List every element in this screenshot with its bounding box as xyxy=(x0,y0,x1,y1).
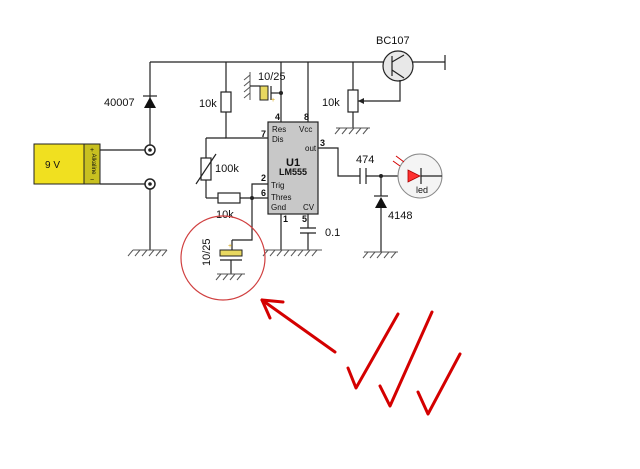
battery-terminals xyxy=(100,140,168,257)
trigger-wiring xyxy=(232,183,268,241)
resistor-100k: 100k xyxy=(195,138,239,198)
highlight-circle xyxy=(180,215,266,301)
diode-4148-label: 4148 xyxy=(388,210,412,222)
potentiometer-10k: 10k xyxy=(322,62,401,135)
capacitor-cv-label: 0.1 xyxy=(325,227,340,239)
pin-thres-label: Thres xyxy=(271,193,291,202)
ic-ref: U1 xyxy=(286,157,300,169)
ic-top-wires xyxy=(279,62,309,122)
pin-4: 4 xyxy=(275,112,280,122)
pin-3: 3 xyxy=(320,138,325,148)
svg-text:+: + xyxy=(228,243,232,250)
ic-lm555: Res Vcc Dis out U1 LM555 Trig Thres Gnd … xyxy=(261,112,325,224)
pin-res-label: Res xyxy=(272,125,286,134)
ground-hatch-top xyxy=(243,72,260,100)
ic-part: LM555 xyxy=(279,167,307,177)
annotation-arrow xyxy=(260,298,337,354)
pin-7: 7 xyxy=(261,129,266,139)
capacitor-474-label: 474 xyxy=(356,154,374,166)
diode-40007: 40007 xyxy=(104,95,157,109)
resistor-10k-bottom: 10k xyxy=(206,192,268,221)
pin-trig-label: Trig xyxy=(271,181,284,190)
resistor-10k-top-label: 10k xyxy=(199,98,217,110)
transistor-label: BC107 xyxy=(376,35,410,47)
pin-1: 1 xyxy=(283,214,288,224)
output-stage: 474 4148 xyxy=(318,147,412,259)
ic-bottom-wires: 0.1 xyxy=(262,214,340,257)
resistor-10k-top: 10k xyxy=(199,62,268,139)
battery-type: Alkaline xyxy=(90,153,96,175)
pin-2: 2 xyxy=(261,173,266,183)
diode-40007-label: 40007 xyxy=(104,97,135,109)
capacitor-top-label: 10/25 xyxy=(258,71,286,83)
capacitor-10-25-top: 10/25 + xyxy=(258,71,286,104)
svg-text:+: + xyxy=(90,147,94,154)
pin-gnd-label: Gnd xyxy=(271,203,286,212)
capacitor-timing: + 10/25 xyxy=(201,238,245,281)
capacitor-timing-label: 10/25 xyxy=(201,238,213,266)
battery-voltage: 9 V xyxy=(45,160,60,171)
transistor-bc107: BC107 xyxy=(376,35,446,82)
resistor-100k-label: 100k xyxy=(215,163,239,175)
pin-5: 5 xyxy=(302,214,307,224)
led-label: led xyxy=(416,185,428,195)
resistor-10k-bottom-label: 10k xyxy=(216,209,234,221)
annotation-checkmarks xyxy=(346,310,462,416)
battery-9v: 9 V Alkaline + − xyxy=(33,143,101,185)
pin-vcc-label: Vcc xyxy=(299,125,312,134)
pin-dis-label: Dis xyxy=(272,135,284,144)
pin-out-label: out xyxy=(305,144,317,153)
potentiometer-10k-label: 10k xyxy=(322,97,340,109)
svg-text:+: + xyxy=(271,97,275,104)
led-indicator: led xyxy=(392,153,443,199)
pin-8: 8 xyxy=(304,112,309,122)
pin-cv-label: CV xyxy=(303,203,315,212)
svg-text:−: − xyxy=(90,177,94,184)
pin-6: 6 xyxy=(261,188,266,198)
